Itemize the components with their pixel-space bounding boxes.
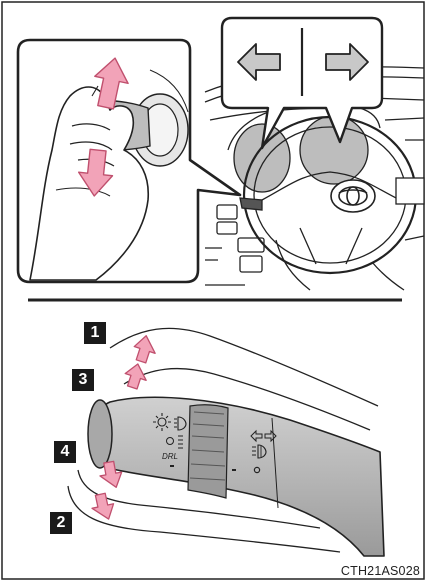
label-1: 1 [84,322,106,344]
hand-inset [18,40,240,282]
label-3: 3 [72,369,94,391]
lever-up-arrow-3-icon [122,361,150,391]
lever-switch [88,397,384,556]
label-4: 4 [54,441,76,463]
drl-mark: DRL [162,452,178,461]
figure-code: CTH21AS028 [341,564,420,578]
lever-up-arrow-1-icon [131,333,160,365]
label-2: 2 [50,512,72,534]
lever-down-arrow-2-icon [90,492,117,522]
